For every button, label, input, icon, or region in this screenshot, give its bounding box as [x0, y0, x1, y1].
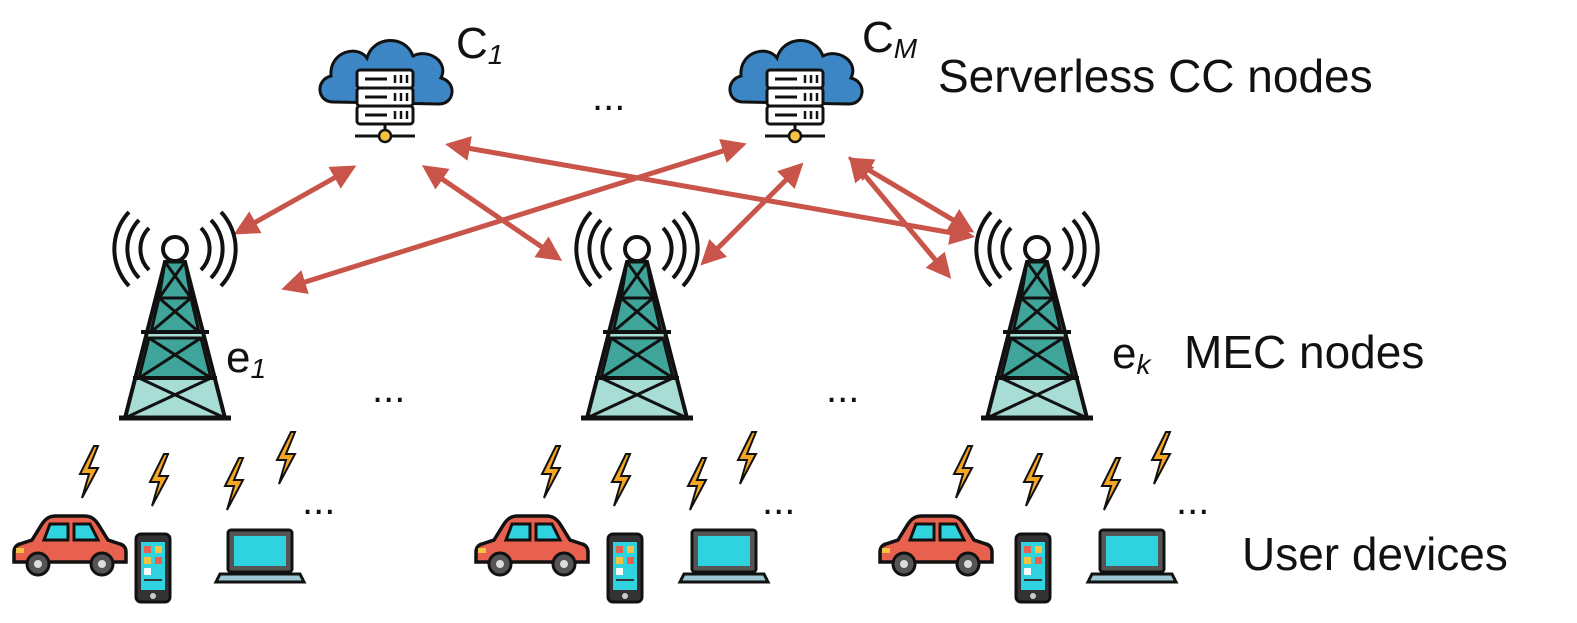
phone-icon: [1014, 532, 1052, 604]
device-group-3: ...: [878, 431, 1209, 604]
device-group-2: ...: [474, 431, 795, 604]
wireless-bolt-icon: [276, 431, 296, 485]
car-icon: [878, 514, 994, 577]
cell-tower-icon: [976, 212, 1097, 418]
wireless-bolt-icon: [541, 445, 561, 499]
layer-label-users: User devices: [1242, 528, 1508, 580]
phone-icon: [606, 532, 644, 604]
tower-ellipsis: ...: [826, 367, 859, 411]
wireless-bolt-icon: [224, 457, 244, 511]
link-cM-ek-alt: [847, 157, 975, 233]
car-icon: [474, 514, 590, 577]
cell-tower-icon: [114, 212, 235, 418]
wireless-bolt-icon: [611, 453, 631, 507]
link-cM-e2: [700, 162, 804, 266]
tower-label-ek: ek: [1112, 329, 1152, 380]
car-icon: [12, 514, 128, 577]
link-c1-e2: [421, 165, 563, 261]
phone-icon: [134, 532, 172, 604]
wireless-bolt-icon: [149, 453, 169, 507]
cloud-ellipsis: ...: [592, 75, 625, 119]
wireless-bolt-icon: [1101, 457, 1121, 511]
wireless-bolt-icon: [1151, 431, 1171, 485]
cloud-server-icon: [728, 38, 864, 144]
wireless-bolt-icon: [953, 445, 973, 499]
wireless-bolt-icon: [687, 457, 707, 511]
laptop-icon: [678, 528, 770, 584]
wireless-bolt-icon: [79, 445, 99, 499]
link-cM-e1: [281, 139, 747, 294]
laptop-icon: [214, 528, 306, 584]
cloud-label-cM: CM: [862, 13, 918, 64]
cell-tower-icon: [576, 212, 697, 418]
device-ellipsis: ...: [1176, 479, 1209, 523]
device-ellipsis: ...: [302, 479, 335, 523]
link-c1-e1: [233, 165, 357, 235]
link-arrows: [233, 136, 975, 294]
link-c1-ek: [445, 136, 975, 245]
tower-ellipsis: ...: [372, 367, 405, 411]
layer-label-mec: MEC nodes: [1184, 326, 1424, 378]
wireless-bolt-icon: [1023, 453, 1043, 507]
device-ellipsis: ...: [762, 479, 795, 523]
layer-label-cloud: Serverless CC nodes: [938, 50, 1373, 102]
wireless-bolt-icon: [737, 431, 757, 485]
device-group-1: ...: [12, 431, 335, 604]
laptop-icon: [1086, 528, 1178, 584]
cloud-label-c1: C1: [456, 19, 503, 70]
cloud-server-icon: [318, 38, 454, 144]
tower-label-e1: e1: [226, 333, 266, 384]
